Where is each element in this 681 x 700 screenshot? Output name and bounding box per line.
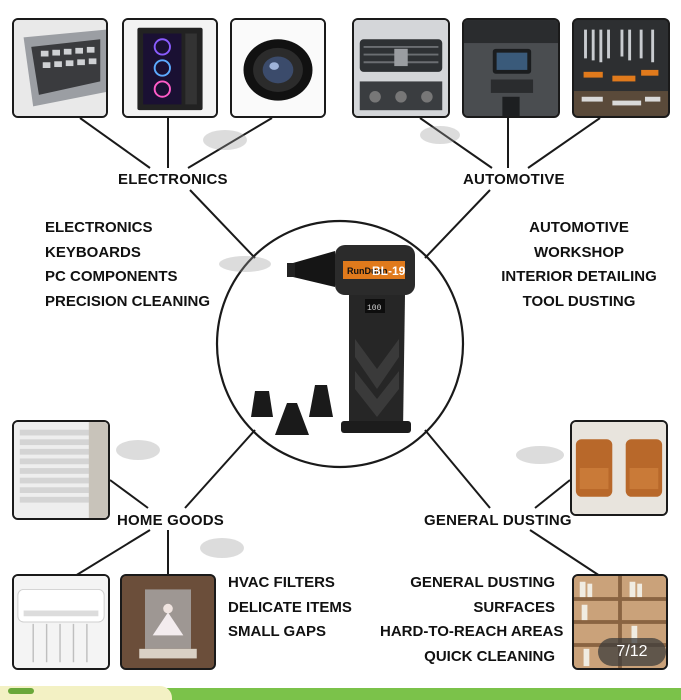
nozzle-icon	[293, 251, 335, 287]
tool-wall-image	[572, 18, 670, 118]
laptop-image	[12, 18, 108, 118]
pc-tower-icon	[124, 20, 216, 116]
list-item: INTERIOR DETAILING	[501, 268, 657, 285]
gaming-pc-image	[122, 18, 218, 118]
figurine-icon	[122, 576, 214, 668]
brand-stripe	[343, 261, 405, 279]
car-dashboard-image	[462, 18, 560, 118]
electronics-list: ELECTRONICS KEYBOARDS PC COMPONENTS PREC…	[45, 216, 210, 314]
display-readout: 100	[367, 304, 382, 313]
camera-lens-image	[230, 18, 326, 118]
tools-icon	[574, 20, 668, 116]
air-conditioner-icon	[14, 576, 108, 668]
list-item: QUICK CLEANING	[424, 647, 555, 665]
category-electronics: ELECTRONICS	[116, 171, 230, 188]
leather-chair-image	[570, 420, 668, 516]
laptop-icon	[14, 20, 106, 116]
automotive-list: AUTOMOTIVE WORKSHOP INTERIOR DETAILING T…	[498, 216, 660, 314]
list-item: PRECISION CLEANING	[45, 292, 211, 310]
car-vent-icon	[354, 20, 448, 116]
list-item: TOOL DUSTING	[522, 292, 636, 310]
accessory-nozzle-icon	[275, 403, 309, 435]
product-model: BL-19	[372, 264, 406, 278]
gallery-counter: 7/12	[598, 638, 666, 666]
list-item: GENERAL DUSTING	[410, 574, 555, 591]
figurine-display-image	[120, 574, 216, 670]
list-item: HARD-TO-REACH AREAS	[380, 623, 564, 640]
dashboard-icon	[464, 20, 558, 116]
footer-tab-mark	[8, 688, 34, 694]
blinds-icon	[14, 422, 108, 518]
page-footer-tab	[0, 686, 172, 700]
car-vent-image	[352, 18, 450, 118]
list-item: HVAC FILTERS	[228, 574, 335, 591]
category-automotive: AUTOMOTIVE	[461, 171, 567, 188]
accessory-nozzle-icon	[251, 391, 273, 417]
accessory-nozzle-icon	[309, 385, 333, 417]
air-blower-product: RunDunn BL-19 100	[251, 245, 415, 435]
home-goods-list: HVAC FILTERS DELICATE ITEMS SMALL GAPS	[228, 571, 352, 645]
list-item: AUTOMOTIVE	[529, 219, 629, 236]
ac-unit-image	[12, 574, 110, 670]
list-item: PC COMPONENTS	[45, 268, 178, 285]
category-home-goods: HOME GOODS	[115, 512, 227, 529]
list-item: DELICATE ITEMS	[228, 598, 352, 616]
list-item: ELECTRONICS	[45, 219, 153, 236]
list-item: WORKSHOP	[534, 243, 624, 261]
list-item: SMALL GAPS	[228, 623, 327, 640]
product-brand: RunDunn	[347, 266, 388, 276]
camera-lens-icon	[232, 20, 324, 116]
general-dusting-list: GENERAL DUSTING SURFACES HARD-TO-REACH A…	[380, 571, 564, 669]
list-item: SURFACES	[473, 598, 555, 616]
category-general-dusting: GENERAL DUSTING	[422, 512, 574, 529]
armchair-icon	[572, 422, 666, 514]
window-blinds-image	[12, 420, 110, 520]
list-item: KEYBOARDS	[45, 243, 141, 261]
